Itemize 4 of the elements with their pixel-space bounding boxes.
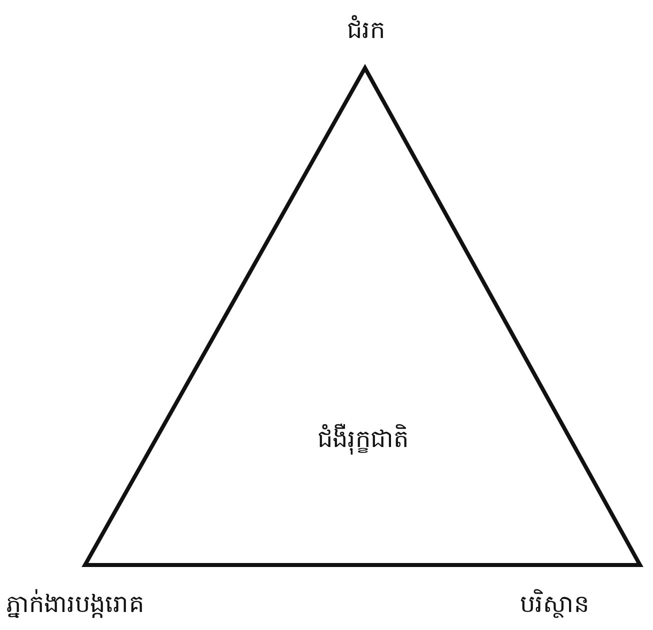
vertex-label: ភ្នាក់ងារបង្ករោគ — [6, 588, 144, 620]
vertex-label: បរិស្ថាន — [520, 588, 589, 620]
triangle — [82, 64, 644, 568]
vertex-label: ជំរក — [346, 14, 386, 46]
